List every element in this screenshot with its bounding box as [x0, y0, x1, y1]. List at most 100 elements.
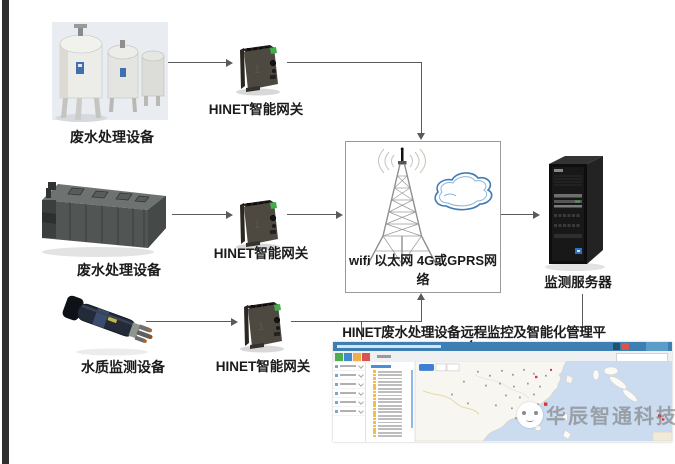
chevron-down-icon	[358, 390, 364, 396]
chevron-down-icon	[358, 408, 364, 414]
gateway-3-label: HINET智能网关	[215, 359, 311, 374]
sidebar-menu-item-4[interactable]	[333, 389, 365, 398]
device-list-item-18[interactable]	[366, 428, 414, 431]
dashboard-header-dark-button[interactable]	[613, 343, 620, 350]
device-name-text	[377, 391, 402, 393]
device-list-item-19[interactable]	[366, 431, 414, 435]
device-list-header[interactable]	[371, 365, 391, 368]
chevron-down-icon	[358, 372, 364, 378]
toolbar-blue-button[interactable]	[344, 353, 352, 361]
watermark: 华辰智通科技	[517, 400, 675, 429]
device-icon	[373, 387, 376, 390]
arrowhead-into-network-left	[336, 211, 343, 219]
dashboard-device-list	[366, 362, 414, 442]
device-name-text	[377, 418, 402, 421]
device-icon	[373, 390, 376, 394]
device-icon	[373, 428, 376, 431]
device-icon	[373, 400, 376, 404]
device-list-item-12[interactable]	[366, 407, 414, 411]
arrow-gateway1-horizontal	[287, 62, 422, 63]
device-name-text	[377, 394, 402, 397]
device-list-item-8[interactable]	[366, 394, 414, 397]
arrow-gateway3-horizontal	[291, 321, 422, 322]
server-image	[545, 156, 605, 271]
arrowhead-into-server	[533, 211, 540, 219]
device-icon	[373, 383, 376, 387]
device-name-text	[377, 370, 402, 373]
sidebar-menu-item-3[interactable]	[333, 380, 365, 389]
arrowhead-plant-to-gateway2	[226, 211, 233, 219]
dashboard-header-title	[337, 345, 441, 348]
dashboard-header-red-button[interactable]	[622, 343, 629, 350]
device-name-text	[377, 397, 402, 400]
device-list-item-5[interactable]	[366, 383, 414, 387]
line-server-to-platform	[582, 294, 583, 333]
sidebar-item-text	[340, 409, 356, 413]
device-list-item-10[interactable]	[366, 400, 414, 404]
dashboard-breadcrumb	[377, 355, 391, 358]
device-list-item-1[interactable]	[366, 370, 414, 373]
device-name-text	[377, 374, 402, 376]
device-icon	[373, 407, 376, 411]
device-list-item-4[interactable]	[366, 380, 414, 384]
arrow-network-to-server	[501, 214, 534, 215]
device-icon	[373, 397, 376, 401]
device-list-item-7[interactable]	[366, 390, 414, 394]
arrow-sensor-to-gateway3	[146, 321, 231, 322]
device-list-item-13[interactable]	[366, 411, 414, 414]
device-list-item-15[interactable]	[366, 417, 414, 421]
svg-text:1: 1	[254, 219, 260, 231]
arrowhead-tanks-to-gateway1	[226, 59, 233, 67]
watermark-text: 华辰智通科技	[546, 406, 675, 428]
device-name-text	[377, 414, 402, 417]
device-name-text	[377, 387, 402, 390]
device-list-item-14[interactable]	[366, 414, 414, 418]
sidebar-menu-item-5[interactable]	[333, 398, 365, 407]
toolbar-red-button[interactable]	[362, 353, 370, 361]
toolbar-orange-button[interactable]	[353, 353, 361, 361]
device-icon	[373, 370, 376, 373]
device-icon	[373, 380, 376, 384]
device-icon	[373, 394, 376, 397]
gateway-2-image: 1	[236, 200, 280, 251]
device-name-text	[377, 428, 402, 431]
device-name-text	[377, 384, 402, 387]
dashboard-user-menu[interactable]	[646, 342, 668, 351]
platform-screenshot	[333, 342, 672, 442]
arrow-gateway2-to-network	[287, 214, 337, 215]
device-label-sensor: 水质监测设备	[81, 359, 165, 375]
device-icon	[373, 434, 376, 438]
arrow-gateway3-vertical	[421, 300, 422, 322]
arrowhead-sensor-to-gateway3	[231, 318, 238, 326]
device-icon	[373, 414, 376, 418]
device-list-item-16[interactable]	[366, 421, 414, 424]
sidebar-menu-item-1[interactable]	[333, 362, 365, 371]
arrow-plant-to-gateway2	[172, 214, 226, 215]
sidebar-item-text	[340, 391, 356, 395]
device-list-scrollbar[interactable]	[410, 370, 413, 428]
sidebar-menu-item-2[interactable]	[333, 371, 365, 380]
radio-tower-icon	[366, 147, 438, 267]
device-name-text	[377, 377, 402, 380]
device-list-item-9[interactable]	[366, 397, 414, 401]
device-list-item-6[interactable]	[366, 387, 414, 390]
dashboard-map[interactable]	[415, 361, 672, 441]
sidebar-menu-item-6[interactable]	[333, 407, 365, 416]
device-list-item-3[interactable]	[366, 377, 414, 380]
device-list-item-11[interactable]	[366, 404, 414, 407]
device-list-item-17[interactable]	[366, 424, 414, 428]
toolbar-green-button[interactable]	[335, 353, 343, 361]
watermark-logo-icon	[517, 401, 543, 428]
device-icon	[373, 431, 376, 435]
device-list-item-2[interactable]	[366, 373, 414, 377]
device-list-item-20[interactable]	[366, 434, 414, 438]
treatment-plant-image	[42, 182, 166, 257]
sidebar-item-icon	[335, 409, 338, 413]
sidebar-item-icon	[335, 391, 338, 395]
sidebar-item-text	[340, 382, 356, 386]
device-icon	[373, 411, 376, 414]
chevron-down-icon	[358, 381, 364, 387]
device-icon	[373, 377, 376, 380]
device-icon	[373, 421, 376, 424]
